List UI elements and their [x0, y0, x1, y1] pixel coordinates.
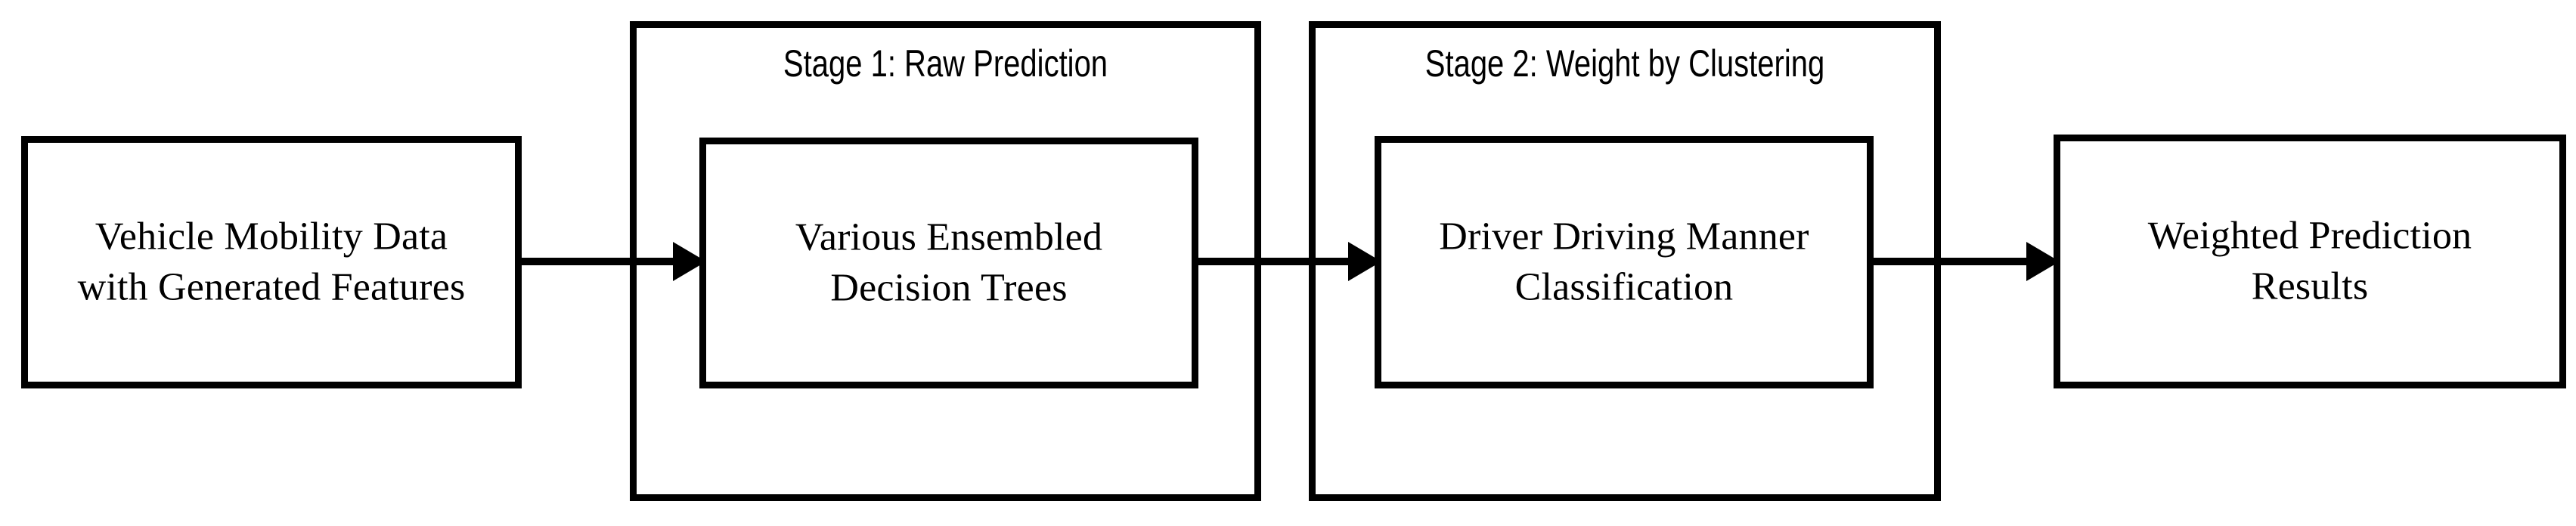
- arrow-shaft: [522, 258, 673, 265]
- stage-2-title: Stage 2: Weight by Clustering: [1424, 42, 1825, 85]
- node-various-ensembled-decision-trees-label: Various Ensembled Decision Trees: [795, 215, 1103, 309]
- node-driver-driving-manner-classification: Driver Driving Manner Classification: [1375, 136, 1874, 388]
- stage-2-container: Stage 2: Weight by Clustering: [1309, 21, 1941, 501]
- node-vehicle-mobility-data-label: Vehicle Mobility Data with Generated Fea…: [77, 215, 466, 308]
- node-various-ensembled-decision-trees: Various Ensembled Decision Trees: [699, 138, 1198, 388]
- stage-1-title: Stage 1: Raw Prediction: [783, 42, 1108, 85]
- node-weighted-prediction-results: Weighted Prediction Results: [2054, 135, 2566, 388]
- node-driver-driving-manner-classification-label: Driver Driving Manner Classification: [1439, 215, 1809, 308]
- arrow-shaft: [1198, 258, 1348, 265]
- arrow-shaft: [1874, 258, 2026, 265]
- node-weighted-prediction-results-label: Weighted Prediction Results: [2147, 214, 2472, 308]
- node-vehicle-mobility-data: Vehicle Mobility Data with Generated Fea…: [21, 136, 522, 388]
